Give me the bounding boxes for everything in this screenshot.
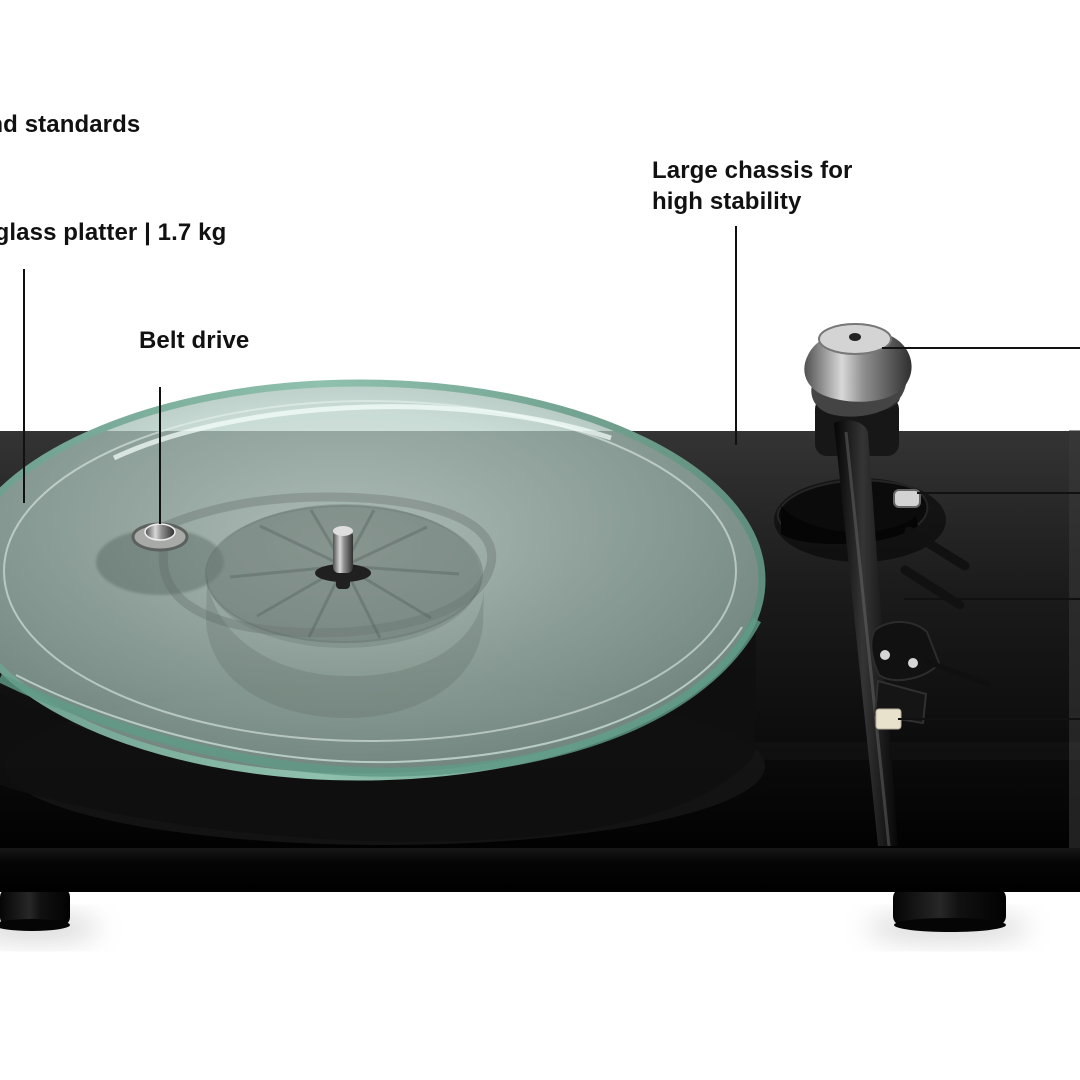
platter-underside <box>0 620 756 842</box>
right-foot-bottom-reflection <box>894 918 1006 932</box>
headshell <box>870 621 941 682</box>
glass-platter-lower-edge <box>0 617 761 777</box>
tonearm-tube <box>834 420 898 846</box>
headshell-screw-right <box>908 658 918 668</box>
subplatter-spokes <box>229 509 460 639</box>
headshell-screw-left <box>880 650 890 660</box>
glass-platter-group <box>0 379 766 781</box>
antiskate-weight <box>893 489 921 508</box>
callout-leader-lines <box>23 226 1080 720</box>
subplatter-lower-body <box>206 575 484 719</box>
tonearm-base-front <box>781 506 918 545</box>
right-foot <box>893 888 1006 926</box>
motor-pulley-shadow <box>96 529 224 595</box>
chassis-callout: Large chassis for high stability <box>652 155 852 217</box>
glass-platter-lower-highlight <box>15 626 743 764</box>
motor-pulley-top <box>144 523 176 541</box>
left-foot-bottom-reflection <box>0 919 70 931</box>
drive-belt-shadow <box>152 492 497 638</box>
technology-callout: gy and standards <box>0 111 141 138</box>
chassis-callout-line-1: Large chassis for <box>652 157 853 184</box>
turntable-feet <box>0 888 1006 932</box>
glass-platter-callout: mm glass platter | 1.7 kg <box>0 219 227 246</box>
plinth-right-highlight <box>1069 430 1080 848</box>
belt-drive-callout: Belt drive <box>139 327 250 354</box>
chassis-callout-line-2: high stability <box>652 188 802 215</box>
tonearm-tube-reflection <box>844 431 891 847</box>
plinth-front-edge <box>0 846 1080 892</box>
glass-platter <box>0 379 766 781</box>
glass-platter-top-reflection <box>112 404 612 461</box>
counterweight-screw <box>849 333 861 341</box>
glass-platter-inner-rim <box>3 400 737 742</box>
stylus-guard <box>875 708 902 730</box>
left-foot <box>0 888 70 926</box>
finger-lift <box>922 658 991 687</box>
spindle-icon <box>315 526 371 589</box>
cue-lever <box>904 526 970 571</box>
